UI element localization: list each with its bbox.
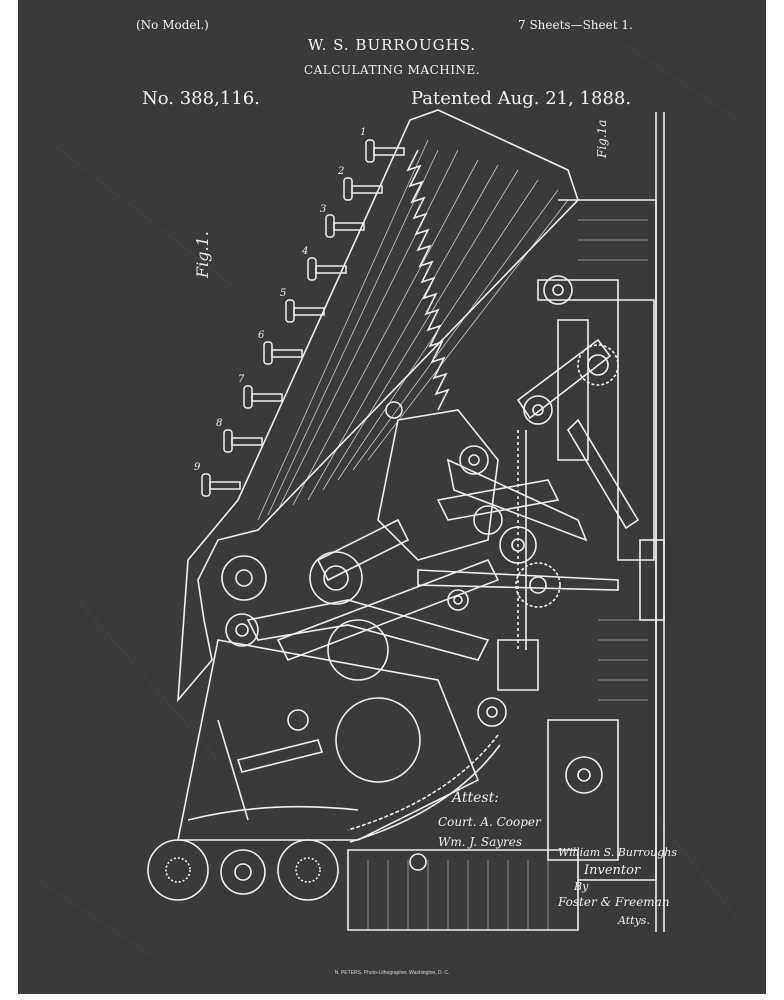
key-label-4: 4 [301, 246, 308, 257]
attest-heading: Attest: [450, 790, 499, 806]
key-number-labels: 1 2 3 4 5 6 7 8 9 [194, 127, 366, 473]
keyboard-housing [177, 109, 579, 703]
machine-frame [347, 112, 665, 932]
quadrant-sector [177, 430, 539, 843]
attorneys-name: Foster & Freeman [557, 895, 670, 909]
key-buttons [201, 139, 405, 497]
key-label-1: 1 [360, 127, 366, 138]
key-label-3: 3 [320, 204, 326, 215]
patent-sheet: (No Model.) 7 Sheets—Sheet 1. W. S. BURR… [18, 0, 766, 994]
key-label-6: 6 [258, 330, 265, 341]
sheet-info: 7 Sheets—Sheet 1. [518, 18, 633, 32]
patent-number: No. 388,116. [142, 88, 260, 109]
key-label-2: 2 [337, 166, 344, 177]
attorneys-label: Attys. [617, 914, 650, 927]
inventor-signature: William S. Burroughs [558, 846, 677, 859]
chalkboard-texture [37, 39, 739, 961]
lower-body-hatching [367, 219, 648, 930]
key-label-7: 7 [238, 374, 245, 385]
inventor-name: W. S. BURROUGHS. [307, 36, 477, 54]
fig1a-label: Fig.1a [595, 120, 609, 159]
key-label-5: 5 [280, 288, 286, 299]
attest-block: Attest: Court. A. Cooper Wm. J. Sayres [438, 790, 542, 849]
gears [147, 275, 619, 901]
inventor-block: William S. Burroughs Inventor By Foster … [557, 846, 677, 927]
model-note: (No Model.) [136, 18, 209, 32]
fig1-label: Fig.1. [193, 231, 212, 279]
invention-title: CALCULATING MACHINE. [303, 63, 481, 77]
patent-date: Patented Aug. 21, 1888. [411, 88, 632, 109]
lever-mechanism [246, 279, 640, 662]
inventor-role: Inventor [583, 863, 641, 878]
patent-drawing: 1 2 3 4 5 6 7 8 9 [147, 109, 677, 932]
by-label: By [573, 880, 589, 893]
key-label-8: 8 [216, 418, 222, 429]
key-label-9: 9 [194, 462, 201, 473]
witness-1: Court. A. Cooper [438, 815, 542, 829]
printer-credit: N. PETERS, Photo-Lithographer, Washingto… [334, 970, 450, 976]
witness-2: Wm. J. Sayres [438, 835, 522, 849]
